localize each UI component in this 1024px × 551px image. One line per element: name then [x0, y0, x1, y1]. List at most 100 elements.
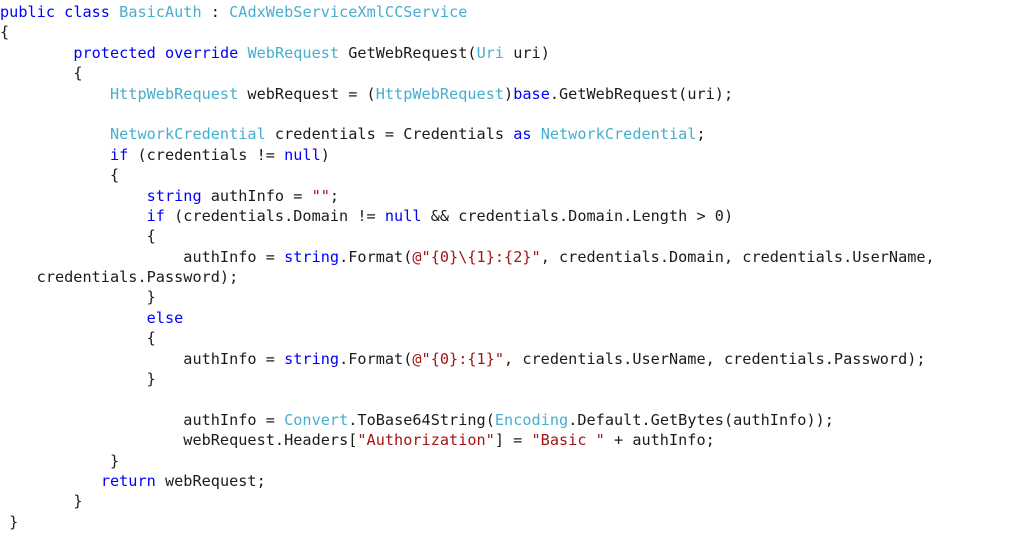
code-indent [0, 350, 183, 368]
code-line [0, 104, 1024, 124]
code-token-typ: Convert [284, 410, 349, 429]
code-indent [0, 125, 110, 143]
code-token-pln: { [0, 23, 10, 42]
code-token-pln: authInfo = [201, 186, 312, 205]
code-token-typ: CAdxWebServiceXmlCCService [229, 3, 468, 21]
code-token-kw: null [384, 206, 422, 225]
code-token-str: "Authorization" [357, 431, 495, 450]
code-indent [0, 370, 147, 388]
code-token-pln: credentials.Password); [36, 268, 239, 287]
code-line: } [0, 287, 1024, 307]
code-token-pln: ) [320, 145, 330, 164]
code-token-kw: null [284, 145, 321, 164]
code-line: { [0, 165, 1024, 185]
code-indent [0, 227, 147, 245]
code-line: public class BasicAuth : CAdxWebServiceX… [0, 2, 1024, 22]
code-token-pln: authInfo = [183, 410, 285, 429]
code-token-pln: { [109, 166, 120, 185]
code-token-pln: && credentials.Domain.Length > 0) [421, 206, 734, 225]
code-token-typ: HttpWebRequest [109, 84, 239, 103]
code-token-pln [532, 125, 541, 143]
code-line: webRequest.Headers["Authorization"] = "B… [0, 430, 1024, 450]
code-token-str: @"{0}\{1}:{2}" [412, 247, 541, 266]
code-token-kw: override [164, 43, 239, 62]
code-indent [0, 166, 110, 184]
code-token-pln: webRequest; [155, 471, 266, 490]
code-line: } [0, 369, 1024, 389]
code-token-pln: credentials = Credentials [265, 125, 514, 144]
code-indent [0, 309, 147, 327]
code-line: NetworkCredential credentials = Credenti… [0, 124, 1024, 144]
code-indent [0, 411, 183, 429]
code-line: string authInfo = ""; [0, 186, 1024, 206]
code-token-pln: { [146, 329, 156, 348]
code-token-kw: string [284, 247, 340, 266]
code-token-kw: string [284, 349, 340, 368]
code-indent [0, 187, 147, 205]
code-line: if (credentials != null) [0, 145, 1024, 165]
code-token-pln: uri) [504, 43, 550, 62]
code-indent [0, 85, 110, 103]
code-token-pln: ] = [494, 431, 532, 450]
code-token-pln: } [146, 370, 156, 389]
code-indent [0, 268, 37, 286]
code-token-typ: WebRequest [247, 43, 340, 62]
code-line: return webRequest; [0, 471, 1024, 491]
code-token-pln: ) [504, 84, 514, 103]
code-line: { [0, 63, 1024, 83]
code-block[interactable]: public class BasicAuth : CAdxWebServiceX… [0, 0, 1024, 532]
code-token-pln: .GetWebRequest(uri); [549, 84, 734, 103]
code-token-pln: } [109, 451, 120, 470]
code-token-pln: .Format( [339, 349, 413, 368]
code-token-pln [55, 3, 64, 21]
code-token-typ: Uri [476, 43, 505, 62]
code-line: protected override WebRequest GetWebRequ… [0, 43, 1024, 63]
code-token-pln: } [9, 512, 19, 531]
code-token-typ: BasicAuth [119, 3, 202, 21]
code-token-pln: , credentials.Domain, credentials.UserNa… [540, 247, 935, 266]
code-token-kw: base [513, 84, 550, 103]
code-token-pln: .Default.GetBytes(authInfo)); [568, 410, 834, 429]
code-token-pln: , credentials.UserName, credentials.Pass… [504, 349, 926, 368]
code-line: authInfo = string.Format(@"{0}:{1}", cre… [0, 349, 1024, 369]
code-token-kw: if [146, 206, 165, 225]
code-line: authInfo = Convert.ToBase64String(Encodi… [0, 410, 1024, 430]
code-line: if (credentials.Domain != null && creden… [0, 206, 1024, 226]
code-token-pln: GetWebRequest( [339, 43, 477, 62]
code-indent [0, 64, 73, 82]
code-token-kw: as [513, 125, 532, 144]
code-line: } [0, 491, 1024, 511]
code-line: authInfo = string.Format(@"{0}\{1}:{2}",… [0, 247, 1024, 267]
code-token-pln: .Format( [339, 247, 413, 266]
code-token-pln: : [201, 3, 230, 21]
code-token-pln: ; [696, 125, 706, 144]
code-token-pln: ; [329, 186, 340, 205]
code-line: HttpWebRequest webRequest = (HttpWebRequ… [0, 84, 1024, 104]
code-token-str: "" [311, 186, 330, 205]
code-token-typ: Encoding [494, 410, 569, 429]
code-line: } [0, 512, 1024, 532]
code-token-pln: { [73, 64, 83, 83]
code-token-pln: + authInfo; [604, 431, 715, 450]
code-line: } [0, 451, 1024, 471]
code-token-kw: protected [73, 43, 156, 62]
code-indent [0, 472, 101, 490]
code-token-kw: public [0, 3, 55, 21]
code-indent [0, 44, 73, 62]
code-token-pln: webRequest = ( [238, 84, 376, 103]
code-line: credentials.Password); [0, 267, 1024, 287]
code-token-pln: (credentials.Domain != [164, 206, 385, 225]
code-token-pln: { [146, 227, 156, 246]
code-token-pln: authInfo = [183, 247, 285, 266]
code-line: else [0, 308, 1024, 328]
code-line: { [0, 328, 1024, 348]
code-token-kw: string [146, 186, 202, 205]
code-token-kw: return [100, 471, 156, 490]
code-indent [0, 146, 110, 164]
code-token-pln [110, 3, 119, 21]
code-indent [0, 513, 9, 531]
code-token-pln: authInfo = [183, 349, 285, 368]
code-line: { [0, 226, 1024, 246]
code-token-pln: } [146, 288, 156, 307]
